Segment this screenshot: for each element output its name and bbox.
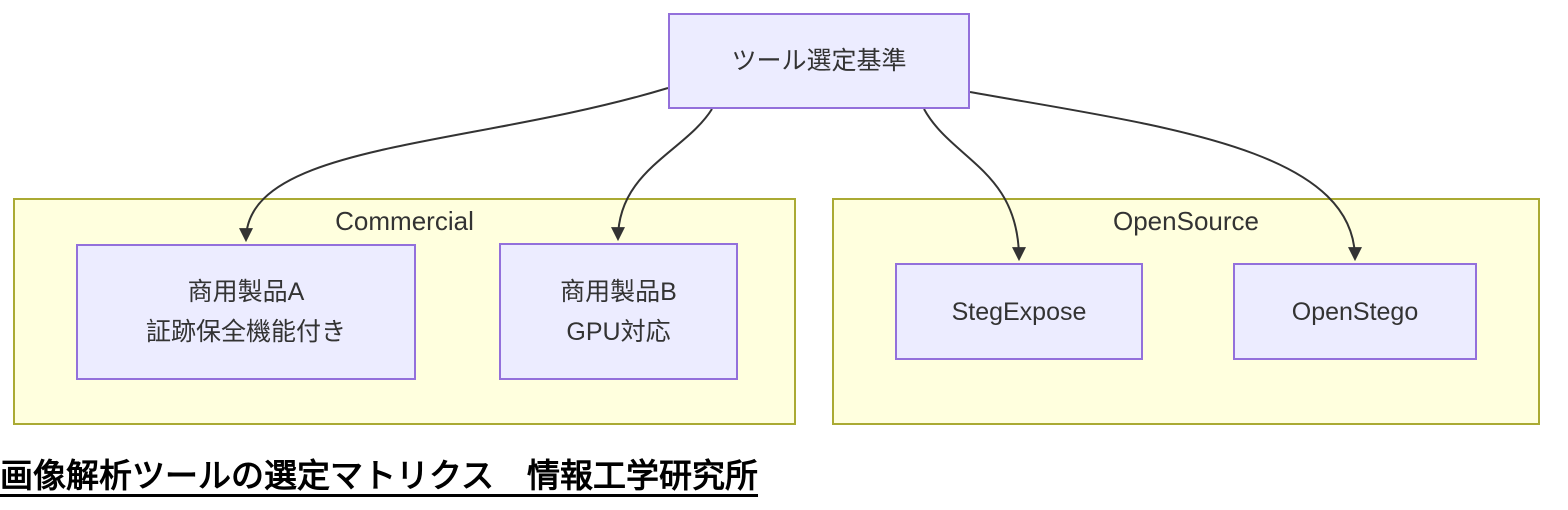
node-openstego-label: OpenStego (1291, 297, 1419, 326)
node-product-b-line1: 商用製品B (560, 277, 677, 306)
node-tool-selection-criteria: ツール選定基準 (668, 13, 970, 109)
node-product-a-line1: 商用製品A (187, 278, 305, 306)
node-stegexpose: StegExpose (895, 263, 1143, 360)
cluster-opensource-label: OpenSource (1113, 206, 1259, 236)
node-product-b-line2: GPU対応 (566, 317, 671, 346)
node-product-b: 商用製品B GPU対応 (499, 243, 738, 380)
node-stegexpose-label: StegExpose (951, 297, 1087, 326)
node-tool-selection-criteria-label: ツール選定基準 (731, 47, 907, 75)
node-product-a: 商用製品A 証跡保全機能付き (76, 244, 416, 380)
node-openstego: OpenStego (1233, 263, 1477, 360)
diagram-caption: 画像解析ツールの選定マトリクス 情報工学研究所 (0, 457, 759, 494)
node-product-a-line2: 証跡保全機能付き (145, 318, 346, 346)
cluster-commercial-label: Commercial (335, 206, 474, 236)
